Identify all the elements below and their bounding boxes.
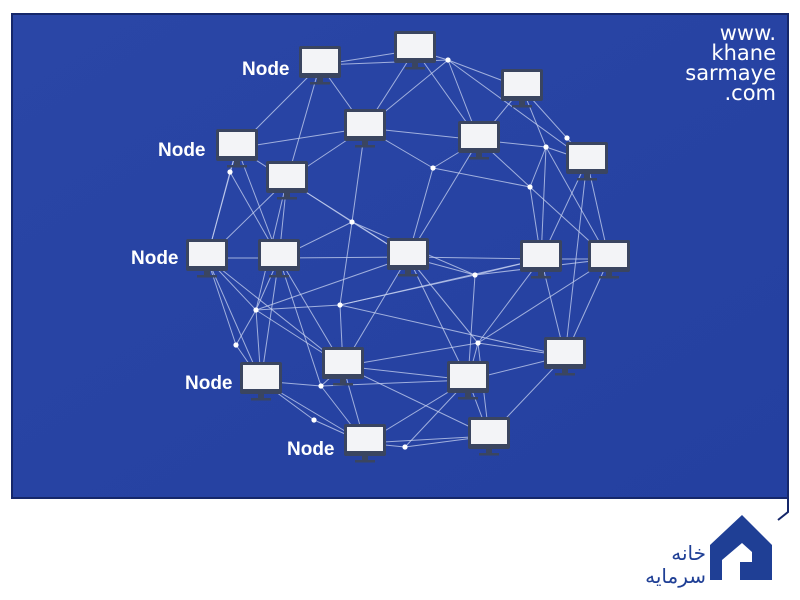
network-connections	[206, 49, 610, 448]
computer-monitor-icon	[344, 424, 386, 463]
connection-line	[278, 256, 409, 259]
connection-line	[206, 257, 344, 367]
connection-line	[260, 257, 280, 382]
network-junctions	[227, 57, 570, 450]
node-label: Node	[242, 59, 290, 80]
network-junction-dot	[402, 444, 408, 450]
connection-line	[339, 221, 353, 306]
connection-line	[339, 258, 542, 306]
connection-line	[236, 127, 366, 149]
network-junction-dot	[527, 184, 533, 190]
connection-line	[278, 257, 322, 387]
computer-monitor-icon	[344, 109, 386, 148]
computer-monitor-icon	[447, 361, 489, 400]
connection-line	[477, 258, 542, 344]
computer-monitor-icon	[566, 142, 608, 181]
network-junction-dot	[472, 272, 478, 278]
node-label: Node	[158, 140, 206, 161]
computer-monitor-icon	[240, 362, 282, 401]
network-junction-dot	[543, 144, 549, 150]
connection-line	[407, 139, 480, 258]
connection-line	[342, 342, 479, 367]
computer-monitor-icon	[322, 347, 364, 386]
connection-line	[529, 146, 547, 188]
computer-monitor-icon	[588, 240, 630, 279]
node-label: Node	[287, 439, 335, 460]
computer-monitor-icon	[458, 121, 500, 160]
connection-line	[339, 304, 566, 357]
connection-line	[564, 160, 588, 357]
computer-monitor-icon	[387, 238, 429, 277]
brand-name-line-2: سرمایه	[645, 564, 706, 588]
computer-monitor-icon	[544, 337, 586, 376]
house-logo-icon	[710, 515, 772, 580]
website-line-2: khane	[711, 41, 776, 65]
network-junction-dot	[227, 169, 233, 175]
network-junction-dot	[337, 302, 343, 308]
computer-monitor-icon	[501, 69, 543, 108]
website-line-4: .com	[724, 81, 776, 105]
computer-monitor-icon	[216, 129, 258, 168]
computer-monitor-icon	[520, 240, 562, 279]
network-nodes	[186, 31, 630, 463]
node-label: Node	[185, 373, 233, 394]
network-junction-dot	[311, 417, 317, 423]
computer-monitor-icon	[394, 31, 436, 70]
connection-line	[206, 257, 262, 382]
network-junction-dot	[564, 135, 570, 141]
connection-line	[255, 256, 409, 311]
network-junction-dot	[233, 342, 239, 348]
connection-line	[432, 167, 531, 188]
connection-line	[255, 304, 341, 311]
computer-monitor-icon	[299, 46, 341, 85]
computer-monitor-icon	[258, 239, 300, 278]
connection-line	[477, 258, 610, 344]
connection-line	[206, 257, 237, 346]
network-junction-dot	[475, 340, 481, 346]
website-line-1: www.	[720, 21, 776, 45]
website-address: www. khane sarmaye .com	[685, 21, 776, 105]
computer-monitor-icon	[468, 417, 510, 456]
connection-line	[235, 309, 257, 346]
network-junction-dot	[253, 307, 259, 313]
connection-line	[407, 256, 542, 260]
connection-line	[342, 365, 490, 437]
connection-line	[407, 256, 479, 344]
computer-monitor-icon	[266, 161, 308, 200]
website-line-3: sarmaye	[685, 61, 776, 85]
network-junction-dot	[430, 165, 436, 171]
panel-corner-tab	[777, 490, 789, 521]
computer-monitor-icon	[186, 239, 228, 278]
node-label: Node	[131, 248, 179, 269]
network-junction-dot	[445, 57, 451, 63]
brand-logo: خانه سرمایه	[645, 515, 772, 588]
network-junction-dot	[318, 383, 324, 389]
connection-line	[407, 256, 469, 381]
network-junction-dot	[349, 219, 355, 225]
connection-line	[447, 59, 588, 162]
brand-name-line-1: خانه	[671, 541, 706, 565]
